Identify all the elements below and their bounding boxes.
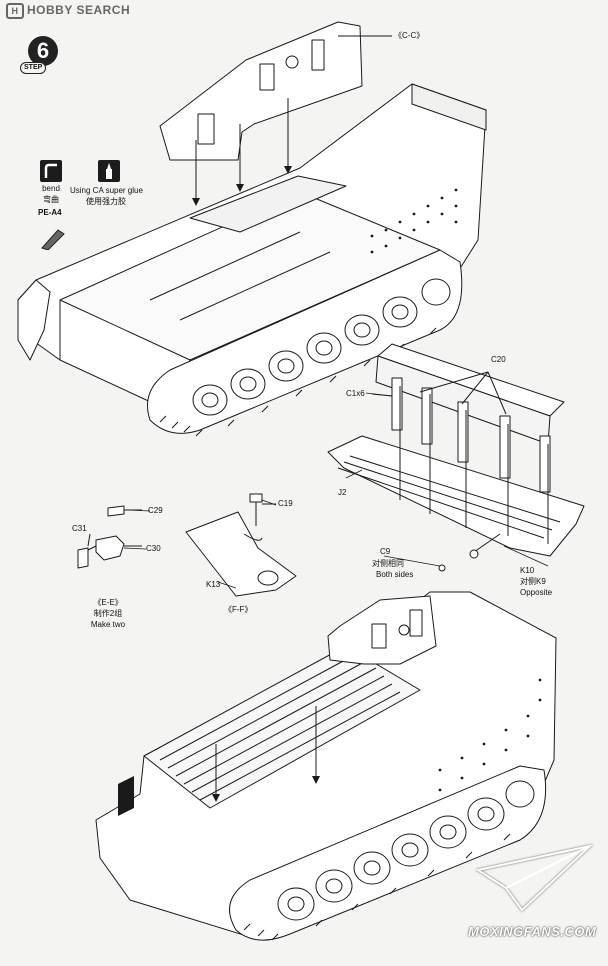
callout-ff: 《F-F》 — [224, 605, 253, 614]
callout-cc: 《C-C》 — [394, 31, 425, 40]
glue-icon — [98, 160, 120, 182]
pe-part-icon — [41, 229, 65, 250]
callout-j2: J2 — [338, 488, 347, 497]
lower-hull-drawing — [95, 591, 557, 941]
ee-subassembly-drawing — [77, 505, 142, 569]
callout-c1x6: C1x6 — [346, 389, 365, 398]
watermark-text: MOXINGFANS.COM — [468, 924, 597, 939]
brand-name: HOBBY SEARCH — [27, 3, 131, 17]
callout-c19: C19 — [278, 499, 293, 508]
glue-label-zh: 使用强力胶 — [86, 197, 126, 206]
ff-subassembly-drawing — [185, 493, 297, 597]
callout-k13: K13 — [206, 580, 221, 589]
callout-c9: C9 — [380, 547, 391, 556]
callout-make-two-en: Make two — [90, 620, 126, 629]
step-number: 6 — [28, 36, 58, 66]
callout-c31: C31 — [72, 524, 87, 533]
pe-part-label: PE-A4 — [38, 208, 62, 217]
callout-both-sides-zh: 对侧相同 — [372, 559, 404, 568]
callout-both-sides-en: Both sides — [376, 570, 414, 579]
bend-label-en: bend — [42, 184, 60, 193]
step-badge: 6 STEP — [20, 36, 64, 80]
brand-logo-icon: H — [6, 3, 24, 19]
bend-icon — [40, 160, 62, 182]
callout-c30: C30 — [146, 544, 161, 553]
floor-subassembly-drawing — [327, 343, 585, 572]
callout-c20: C20 — [491, 355, 506, 364]
bend-label-zh: 弯曲 — [43, 195, 59, 204]
upper-hull-drawing — [17, 21, 487, 437]
callout-make-two-zh: 制作2组 — [93, 609, 123, 618]
callout-ee: 《E-E》 — [93, 598, 123, 607]
callout-opposite-zh: 对侧K9 — [520, 577, 546, 586]
watermark-plane-icon — [475, 844, 594, 912]
glue-label-en: Using CA super glue — [70, 186, 143, 195]
step-word: STEP — [20, 62, 47, 74]
callout-k10: K10 — [520, 566, 535, 575]
callout-opposite-en: Opposite — [520, 588, 553, 597]
callout-c29: C29 — [148, 506, 163, 515]
